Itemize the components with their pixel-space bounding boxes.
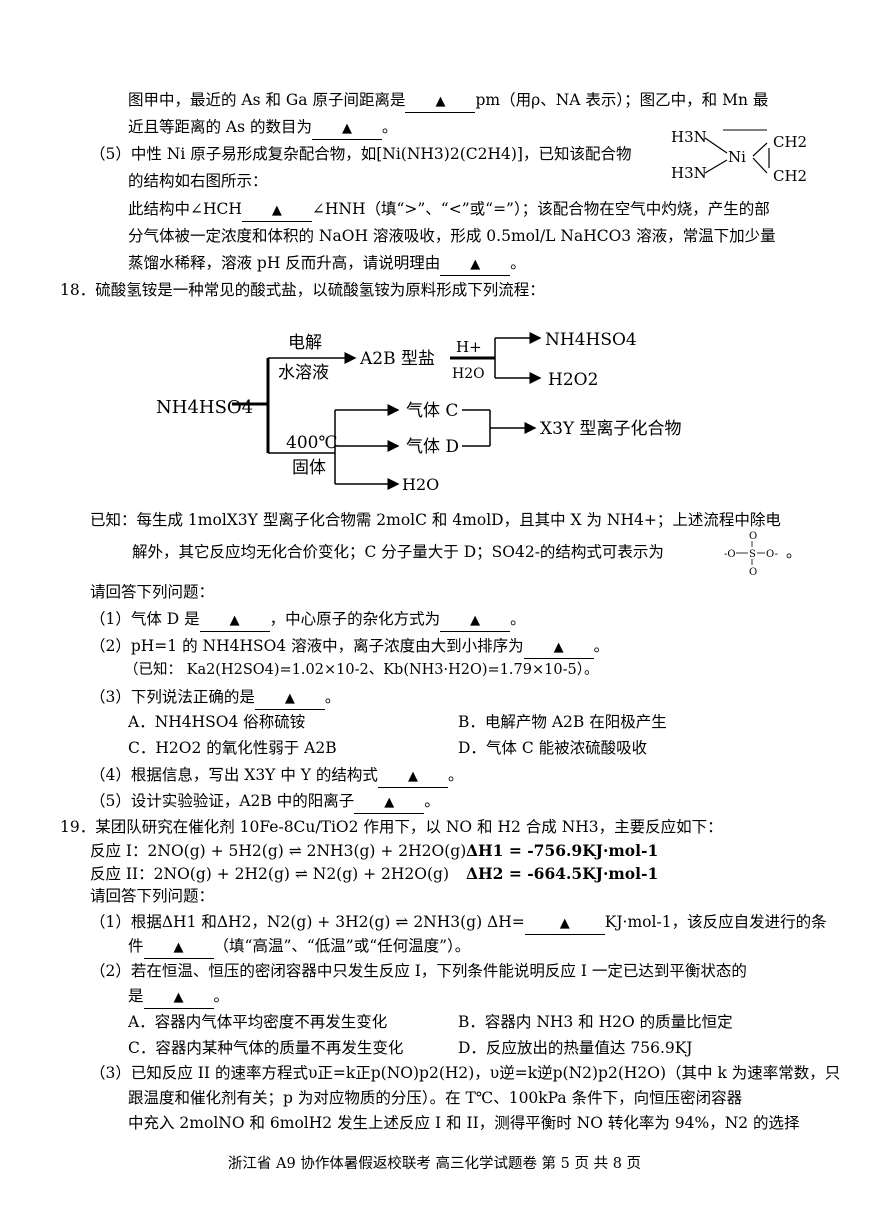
q19-reaction-1: 反应 I：2NO(g) + 5H2(g) ⇌ 2NH3(g) + 2H2O(g) <box>90 842 467 860</box>
q19-part-3-line-3: 中充入 2molNO 和 6molH2 发生上述反应 I 和 II，测得平衡时 … <box>128 1114 800 1132</box>
q19-stem: 19．某团队研究在催化剂 10Fe-8Cu/TiO2 作用下，以 NO 和 H2… <box>60 818 723 836</box>
q18-known-1: 已知：每生成 1molX3Y 型离子化合物需 2molC 和 4molD，且其中… <box>90 511 781 529</box>
q18-option-a[interactable]: A．NH4HSO4 俗称硫铵 <box>128 713 306 731</box>
answer-blank[interactable]: ▲ <box>440 253 511 276</box>
q19-option-b[interactable]: B．容器内 NH3 和 H2O 的质量比恒定 <box>458 1013 733 1031</box>
hplus-label: H+ <box>456 338 482 356</box>
ch2-top-label: CH2 <box>773 133 807 151</box>
cond-400c: 400℃ <box>286 433 337 453</box>
answer-blank[interactable]: ▲ <box>143 986 214 1009</box>
start-nh4hso4: NH4HSO4 <box>156 397 253 418</box>
cond-electrolysis: 电解 <box>288 333 322 353</box>
answer-blank[interactable]: ▲ <box>377 765 448 788</box>
ch2-bottom-label: CH2 <box>773 167 807 185</box>
q18-part-2-note: （已知： Ka2(H2SO4)=1.02×10-2、Kb(NH3·H2O)=1.… <box>124 662 599 678</box>
q17-p5-line-3: 此结构中∠HCH▲∠HNH（填“>”、“<”或“=”）；该配合物在空气中灼烧，产… <box>128 199 770 222</box>
q19-answer-intro: 请回答下列问题： <box>90 887 215 905</box>
gas-c: 气体 C <box>406 401 458 421</box>
answer-blank[interactable]: ▲ <box>524 912 605 935</box>
answer-blank[interactable]: ▲ <box>254 687 325 710</box>
q19-reaction-2-dh: ΔH2 = -664.5KJ·mol-1 <box>466 864 659 883</box>
q19-part-1-cont: 件▲（填“高温”、“低温”或“任何温度”）。 <box>128 936 470 959</box>
answer-blank[interactable]: ▲ <box>523 636 594 659</box>
ni-complex-structure: H3N H3N Ni CH2 CH2 <box>665 118 815 193</box>
answer-blank[interactable]: ▲ <box>312 117 383 140</box>
q19-part-2: （2）若在恒温、恒压的密闭容器中只发生反应 I，下列条件能说明反应 I 一定已达… <box>90 962 747 980</box>
x3y-compound: X3Y 型离子化合物 <box>540 419 682 439</box>
q19-part-2-cont: 是▲。 <box>128 986 229 1009</box>
svg-text:O-: O- <box>766 549 778 560</box>
svg-text:O: O <box>749 531 757 542</box>
q18-known-2: 解外，其它反应均无化合价变化；C 分子量大于 D；SO42-的结构式可表示为 <box>132 543 664 561</box>
q19-part-3-line-2: 跟温度和催化剂有关；p 为对应物质的分压）。在 T℃、100kPa 条件下，向恒… <box>128 1089 743 1107</box>
nh3-bottom-label: H3N <box>671 164 707 182</box>
sulfate-structure: O -O S O- O <box>724 531 778 578</box>
answer-blank[interactable]: ▲ <box>241 199 312 222</box>
q19-reaction-2: 反应 II：2NO(g) + 2H2(g) ⇌ N2(g) + 2H2O(g) <box>90 865 450 883</box>
q17-line-1: 图甲中，最近的 As 和 Ga 原子间距离是▲pm（用ρ、NA 表示）；图乙中，… <box>128 90 768 113</box>
cond-solid: 固体 <box>292 458 326 478</box>
q18-option-c[interactable]: C．H2O2 的氧化性弱于 A2B <box>128 739 337 757</box>
q17-p5-line-1: （5）中性 Ni 原子易形成复杂配合物，如[Ni(NH3)2(C2H4)]，已知… <box>90 145 632 163</box>
q18-part-4: （4）根据信息，写出 X3Y 中 Y 的结构式▲。 <box>90 765 463 788</box>
product-nh4hso4: NH4HSO4 <box>545 330 637 350</box>
q17-p5-line-2: 的结构如右图所示： <box>128 172 268 190</box>
svg-text:-O: -O <box>724 549 736 560</box>
ni-label: Ni <box>728 148 746 166</box>
product-h2o: H2O <box>402 475 439 494</box>
q19-option-c[interactable]: C．容器内某种气体的质量不再发生变化 <box>128 1039 404 1057</box>
q18-stem: 18．硫酸氢铵是一种常见的酸式盐，以硫酸氢铵为原料形成下列流程： <box>60 281 545 299</box>
q18-option-b[interactable]: B．电解产物 A2B 在阳极产生 <box>458 713 667 731</box>
q18-part-3: （3）下列说法正确的是▲。 <box>90 687 340 710</box>
q19-option-a[interactable]: A．容器内气体平均密度不再发生变化 <box>128 1013 388 1031</box>
q18-option-d[interactable]: D．气体 C 能被浓硫酸吸收 <box>458 739 648 757</box>
answer-blank[interactable]: ▲ <box>440 609 511 632</box>
h2o-cond-label: H2O <box>452 366 485 382</box>
a2b-salt: A2B 型盐 <box>359 349 435 369</box>
nh3-top-label: H3N <box>671 128 707 146</box>
answer-blank[interactable]: ▲ <box>143 936 214 959</box>
q18-part-1: （1）气体 D 是▲，中心原子的杂化方式为▲。 <box>90 609 526 632</box>
q17-p5-line-5: 蒸馏水稀释，溶液 pH 反而升高，请说明理由▲。 <box>128 253 526 276</box>
gas-d: 气体 D <box>406 437 459 457</box>
q18-part-5: （5）设计实验验证，A2B 中的阳离子▲。 <box>90 791 440 814</box>
product-h2o2: H2O2 <box>548 370 598 390</box>
q17-p5-line-4: 分气体被一定浓度和体积的 NaOH 溶液吸收，形成 0.5mol/L NaHCO… <box>128 227 776 245</box>
answer-blank[interactable]: ▲ <box>354 791 425 814</box>
q19-reaction-1-dh: ΔH1 = -756.9KJ·mol-1 <box>466 841 659 860</box>
answer-blank[interactable]: ▲ <box>199 609 270 632</box>
q19-option-d[interactable]: D．反应放出的热量值达 756.9KJ <box>458 1039 693 1057</box>
q19-part-3-line-1: （3）已知反应 II 的速率方程式υ正=k正p(NO)p2(H2)，υ逆=k逆p… <box>90 1064 841 1082</box>
q18-answer-intro: 请回答下列问题： <box>90 583 215 601</box>
cond-solution: 水溶液 <box>278 363 329 383</box>
answer-blank[interactable]: ▲ <box>405 90 476 113</box>
page-footer: 浙江省 A9 协作体暑假返校联考 高三化学试题卷 第 5 页 共 8 页 <box>227 1156 642 1172</box>
q17-line-2: 近且等距离的 As 的数目为▲。 <box>128 117 398 140</box>
q18-part-2: （2）pH=1 的 NH4HSO4 溶液中，离子浓度由大到小排序为▲。 <box>90 636 609 659</box>
q18-flow-diagram: NH4HSO4 电解 水溶液 A2B 型盐 H+ H2O NH4HSO4 H2O… <box>156 330 682 494</box>
q19-part-1: （1）根据ΔH1 和ΔH2，N2(g) + 3H2(g) ⇌ 2NH3(g) Δ… <box>90 912 827 935</box>
svg-text:S: S <box>749 549 756 560</box>
svg-text:O: O <box>749 567 757 578</box>
